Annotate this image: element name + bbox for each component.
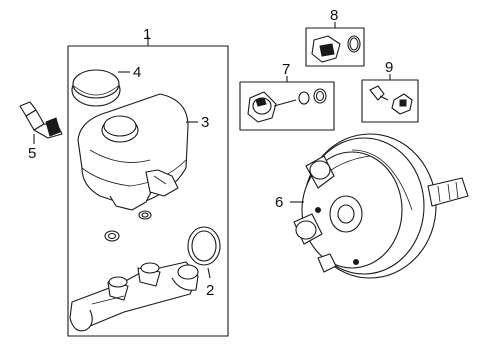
kit-8-box <box>305 22 365 67</box>
kit-7-box <box>239 76 335 131</box>
seal-ring[interactable] <box>187 226 221 279</box>
reservoir-cap[interactable] <box>71 69 130 107</box>
callout-2: 2 <box>206 282 214 299</box>
callout-3: 3 <box>201 114 209 131</box>
callout-4: 4 <box>133 64 141 81</box>
grommets <box>104 210 152 242</box>
callout-1: 1 <box>143 26 151 43</box>
fluid-reservoir[interactable] <box>77 93 198 211</box>
kit-9-box <box>361 74 419 123</box>
callout-8: 8 <box>330 7 338 24</box>
callout-7: 7 <box>282 61 290 78</box>
level-sensor[interactable] <box>19 101 63 144</box>
master-cylinder-assembly-frame <box>67 36 229 337</box>
master-cylinder-body[interactable] <box>69 261 199 332</box>
callout-6: 6 <box>275 194 283 211</box>
brake-booster[interactable] <box>290 133 469 279</box>
callout-5: 5 <box>28 145 36 162</box>
callout-9: 9 <box>385 59 393 76</box>
